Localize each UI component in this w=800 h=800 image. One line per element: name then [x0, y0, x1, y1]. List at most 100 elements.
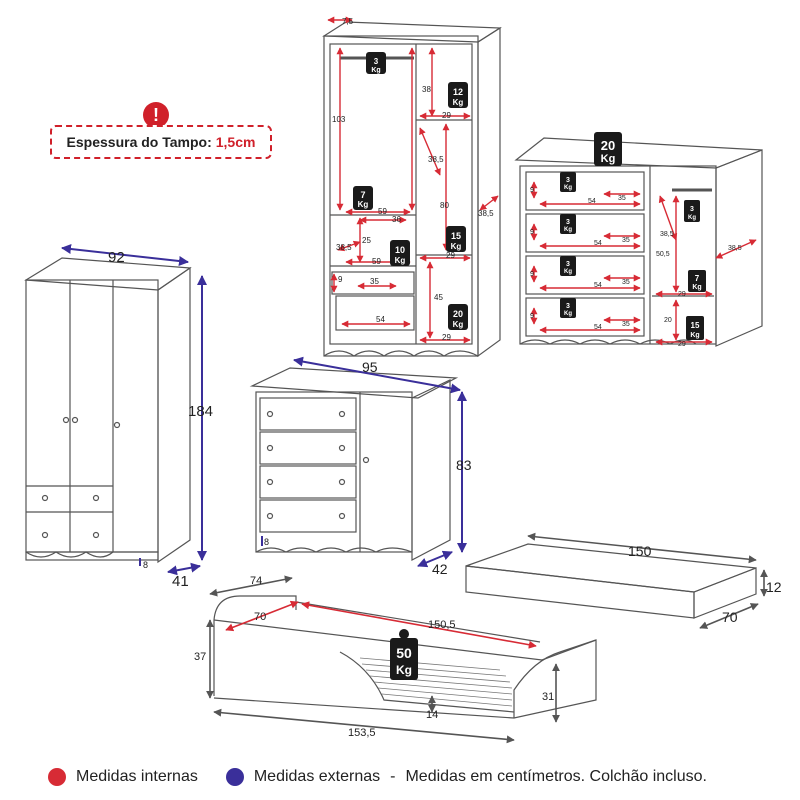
mattress-dims: 150 12 70: [527, 532, 782, 629]
dresser-door-height-label: 38,5: [660, 231, 674, 238]
notice-value: 1,5cm: [215, 134, 256, 150]
bed-floor-gap-label: 14: [426, 709, 438, 721]
svg-text:35: 35: [622, 279, 630, 286]
tabletop-thickness-notice: Espessura do Tampo: 1,5cm: [50, 125, 272, 159]
bed-depth-label: 74: [250, 575, 262, 587]
svg-text:15: 15: [691, 321, 700, 330]
dresser-low-height-label: 20: [664, 317, 672, 324]
wardrobe-height-label: 184: [188, 403, 213, 420]
weight-badge-3kg-d1: 3Kg: [560, 172, 576, 192]
wardrobe-width-label: 92: [108, 249, 125, 266]
wardrobe-front-view: [24, 257, 192, 564]
notice-label: Espessura do Tampo:: [66, 134, 212, 150]
svg-text:Kg: Kg: [564, 311, 572, 317]
dresser-interior-dims: 9 54 35 9 54 35 9 54 35 9 54 35 38,5 50,…: [530, 181, 757, 348]
svg-text:3: 3: [690, 206, 694, 213]
svg-text:3: 3: [566, 177, 570, 184]
svg-text:Kg: Kg: [395, 256, 406, 265]
svg-text:Kg: Kg: [564, 185, 572, 191]
svg-text:54: 54: [594, 240, 602, 247]
wardrobe-interior-dims: 7,5 103 38 29 80 38,5 38,5 59 36 25 38,5…: [327, 16, 499, 344]
svg-text:Kg: Kg: [396, 663, 412, 677]
svg-text:3: 3: [566, 303, 570, 310]
svg-text:50: 50: [396, 645, 412, 661]
svg-text:Kg: Kg: [692, 284, 701, 291]
svg-text:Kg: Kg: [688, 215, 696, 221]
svg-text:Kg: Kg: [453, 98, 464, 107]
bed-dims: 74 70 150,5 37 31 14 153,5: [194, 575, 560, 744]
svg-text:10: 10: [395, 245, 405, 255]
svg-text:9: 9: [530, 313, 534, 320]
wardrobe-depth-arrow: [167, 562, 201, 576]
wardrobe-external-dims: 92 184 41 8: [61, 244, 213, 590]
bed-inner-length-label: 150,5: [428, 619, 456, 631]
svg-text:35: 35: [622, 237, 630, 244]
dresser-depth-arrow: [417, 550, 453, 568]
legend-external: Medidas externas: [253, 768, 381, 785]
dresser-depth-label: 42: [432, 561, 448, 577]
dresser-drawer-width-1: 54: [588, 198, 596, 205]
svg-text:Kg: Kg: [453, 320, 464, 329]
svg-text:3: 3: [374, 57, 379, 66]
svg-text:7: 7: [360, 190, 365, 200]
warning-icon: !: [143, 102, 169, 128]
legend-note: Medidas em centímetros. Colchão incluso.: [405, 768, 707, 785]
legend-separator: -: [390, 768, 396, 785]
legend: Medidas internas Medidas externas - Medi…: [48, 768, 707, 786]
svg-text:9: 9: [530, 271, 534, 278]
dresser-door-depth-label: 38,5: [728, 245, 742, 252]
wardrobe-shelf-height-label: 38: [422, 85, 431, 94]
svg-text:Kg: Kg: [601, 153, 616, 165]
internal-dot-icon: [48, 768, 66, 786]
wardrobe-lower-width-label: 59: [372, 257, 381, 266]
weight-badge-3kg-d2: 3Kg: [560, 214, 576, 234]
svg-text:Kg: Kg: [690, 332, 699, 339]
bed-height-label: 37: [194, 651, 206, 663]
wardrobe-bottom-height-label: 45: [434, 293, 443, 302]
svg-text:3: 3: [566, 261, 570, 268]
svg-text:Kg: Kg: [358, 200, 369, 209]
dresser-height-label: 83: [456, 457, 472, 473]
bed-weight-badge-50kg: 50 Kg: [390, 629, 418, 680]
wardrobe-top-label: 7,5: [342, 17, 354, 26]
wardrobe-lower-height-label: 25: [362, 236, 371, 245]
wardrobe-hanging-width-label: 59: [378, 207, 387, 216]
dresser-width-label: 95: [362, 359, 378, 375]
svg-text:Kg: Kg: [564, 227, 572, 233]
svg-text:12: 12: [453, 87, 463, 97]
mattress-view: [465, 543, 757, 619]
svg-text:Kg: Kg: [451, 242, 462, 251]
wardrobe-drawer-width-label: 54: [376, 315, 385, 324]
svg-text:9: 9: [530, 187, 534, 194]
dresser-width-arrow: [293, 356, 461, 394]
dresser-foot-label: 8: [264, 537, 269, 547]
svg-text:54: 54: [594, 282, 602, 289]
mattress-length-label: 150: [628, 543, 652, 559]
weight-badge-7kg: 7Kg: [353, 186, 373, 210]
svg-text:35: 35: [618, 195, 626, 202]
svg-text:20: 20: [453, 309, 463, 319]
wardrobe-lower-depth-label: 38,5: [336, 243, 352, 252]
svg-text:29: 29: [678, 341, 686, 348]
wardrobe-hanging-height-label: 103: [332, 115, 346, 124]
svg-text:9: 9: [530, 229, 534, 236]
svg-text:Kg: Kg: [564, 269, 572, 275]
svg-text:35: 35: [622, 321, 630, 328]
weight-badge-3kg-d3: 3Kg: [560, 256, 576, 276]
mattress-height-label: 12: [766, 579, 782, 595]
legend-internal: Medidas internas: [76, 768, 198, 785]
dresser-front-view: [249, 367, 459, 561]
weight-badge-7kg: 7Kg: [688, 270, 706, 292]
svg-text:3: 3: [566, 219, 570, 226]
wardrobe-depth-label-int: 38,5: [478, 209, 494, 218]
wardrobe-right-height-label: 80: [440, 201, 449, 210]
mattress-width-label: 70: [722, 609, 738, 625]
